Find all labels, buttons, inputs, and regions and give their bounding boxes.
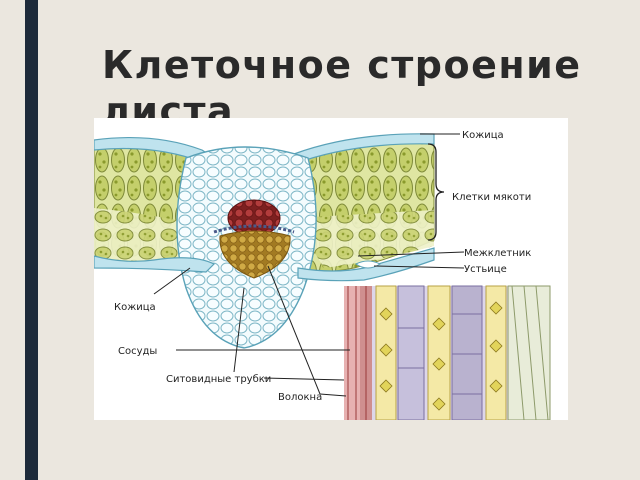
leader-lines [153,133,465,397]
phloem-sieve-tubes [219,230,291,279]
epidermis-bottom [94,255,216,273]
slide-title: Клеточное строение листа [102,43,582,133]
label-epidermis-top: Кожица [462,130,504,141]
label-vessels: Сосуды [118,346,157,357]
spongy-tissue-right [294,210,434,268]
mesophyll-bracket [427,143,445,241]
vein-sheath-ring [213,224,295,234]
label-stomata: Устьице [464,264,507,275]
label-mesophyll: Клетки мякоти [452,192,531,203]
label-fibers: Волокна [278,392,322,403]
leaf-diagram: Кожица Клетки мякоти Межклетник Устьице … [94,130,551,420]
label-intercellular: Межклетник [464,248,531,259]
label-sieve-tubes: Ситовидные трубки [166,374,271,385]
slide-side-bar [25,0,38,480]
vessel-longitudinal-section [344,285,551,420]
epidermis-bottom-right [297,247,435,282]
label-epidermis-bottom: Кожица [114,302,156,313]
leaf-cross-section-figure: Кожица Клетки мякоти Межклетник Устьице … [94,118,568,420]
